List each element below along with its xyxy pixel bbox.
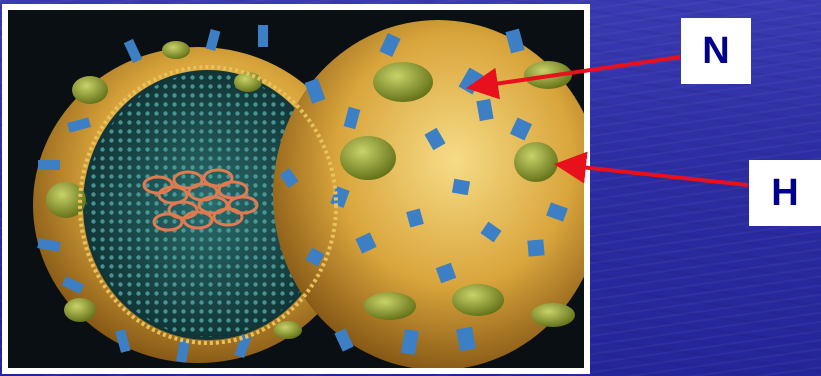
- n-pointer-arrow: [474, 57, 680, 87]
- h-pointer-arrow: [562, 165, 748, 185]
- label-n-box: N: [681, 18, 751, 84]
- label-h-box: H: [749, 160, 821, 226]
- label-n-text: N: [702, 30, 729, 72]
- label-h-text: H: [771, 172, 798, 214]
